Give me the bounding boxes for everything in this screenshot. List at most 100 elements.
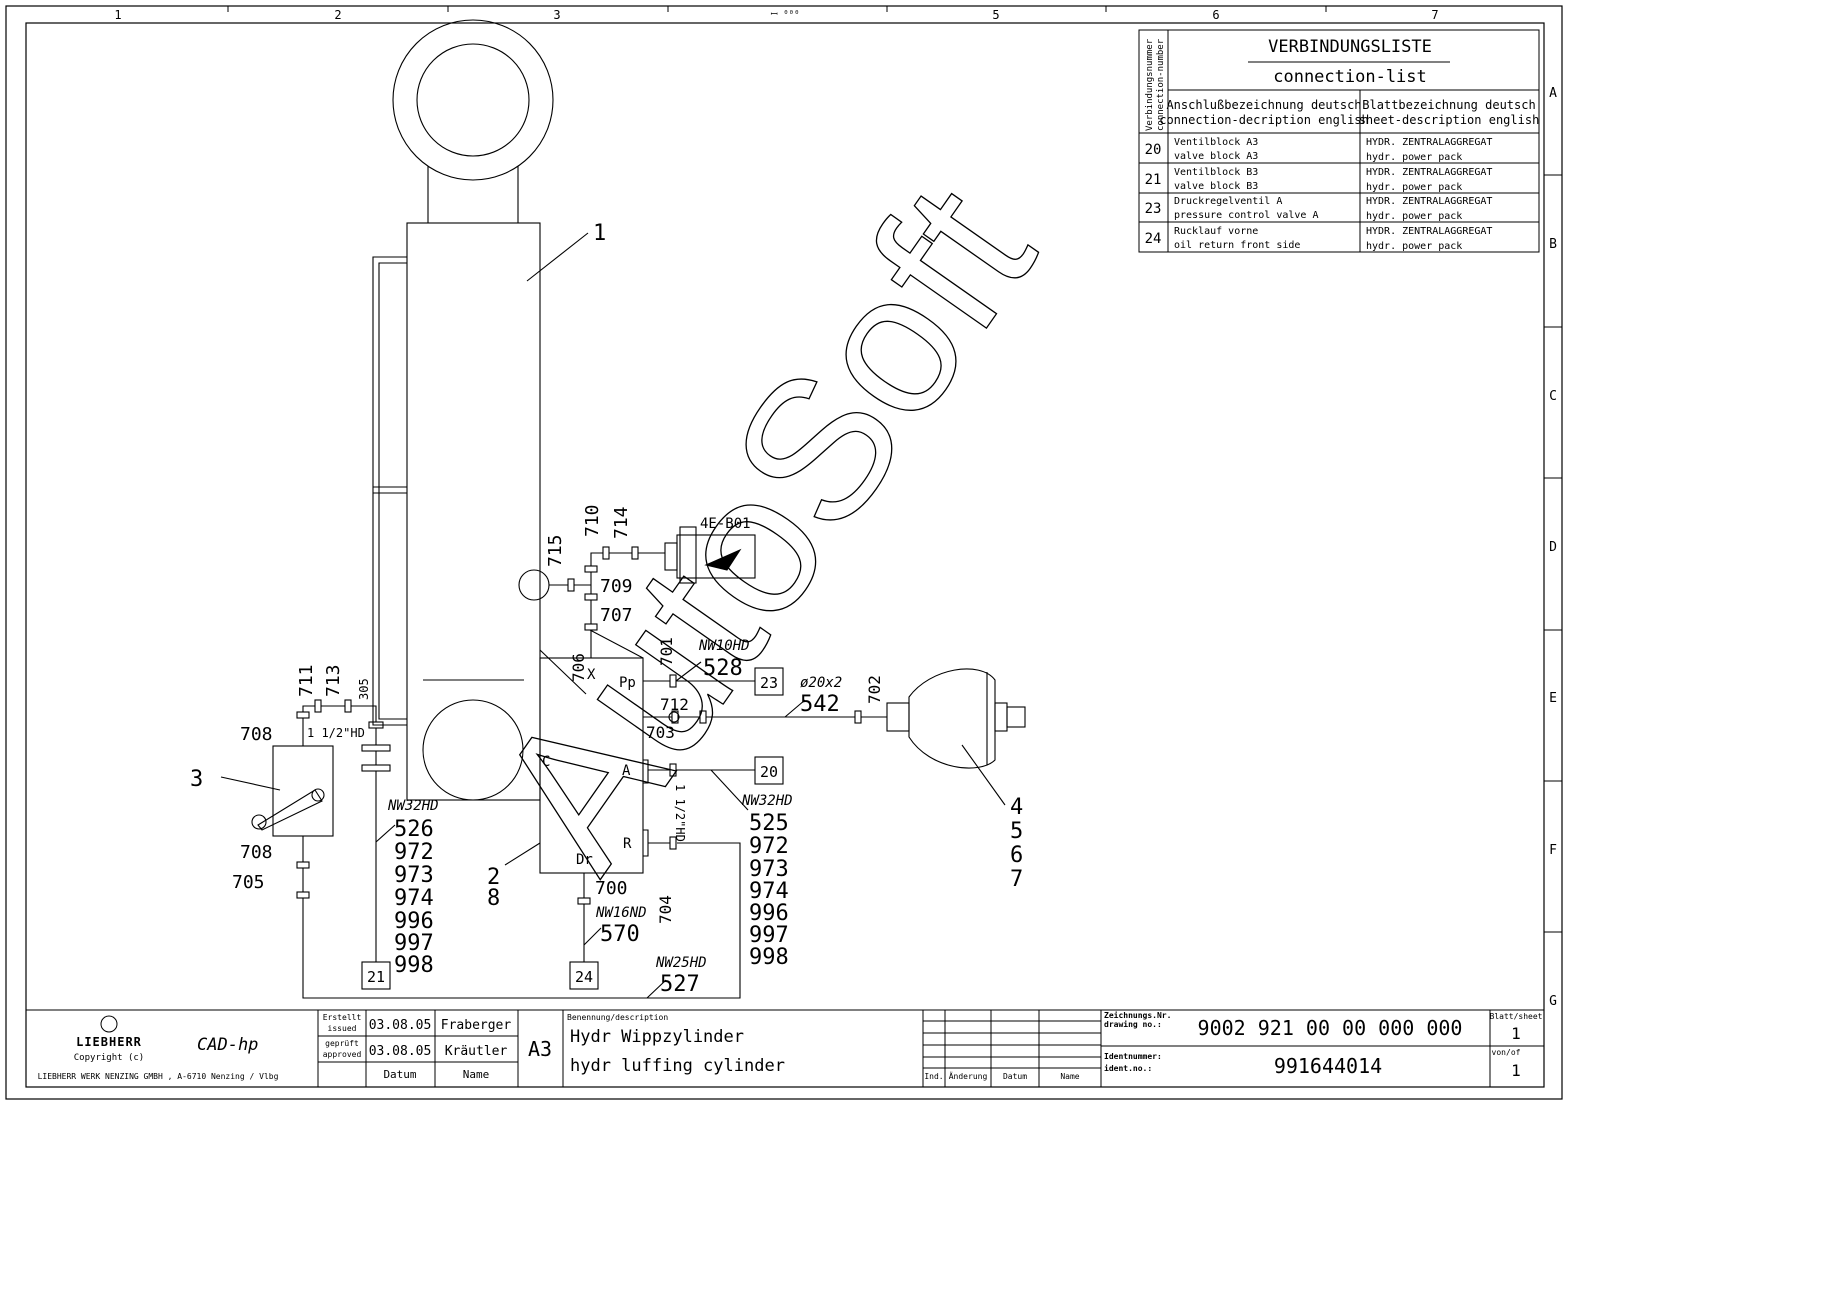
ident-number: 991644014 — [1274, 1054, 1382, 1078]
grid-row-e: E — [1549, 691, 1557, 706]
approved-name: Kräutler — [445, 1044, 508, 1059]
box-label-21: 21 — [367, 968, 385, 986]
grid-col-7: 7 — [1431, 8, 1438, 22]
valve-block — [504, 629, 887, 999]
col-sheet-en: sheet-description english — [1359, 113, 1540, 127]
approved-label-en: approved — [323, 1050, 362, 1059]
row-sheet-de: HYDR. ZENTRALAGGREGAT — [1366, 196, 1492, 207]
cylinder-piston — [422, 699, 524, 801]
row-conn-en: valve block A3 — [1174, 151, 1258, 162]
grid-row-a: A — [1549, 86, 1557, 101]
ident-label-en: ident.no.: — [1104, 1063, 1152, 1073]
row-sheet-de: HYDR. ZENTRALAGGREGAT — [1366, 167, 1492, 178]
label-dia: ø20x2 — [800, 675, 842, 691]
grid-col-6: 6 — [1212, 8, 1219, 22]
liebherr-logo-text: LIEBHERR — [76, 1035, 142, 1049]
row-conn-en: pressure control valve A — [1174, 210, 1319, 221]
connection-list-table: VERBINDUNGSLISTE connection-list Verbind… — [1138, 29, 1540, 253]
row-number: 23 — [1145, 201, 1162, 217]
label-542: 542 — [800, 692, 840, 717]
row-number: 24 — [1145, 231, 1162, 247]
label-port-r: R — [623, 836, 632, 852]
label-704: 704 — [656, 895, 675, 924]
label-528: 528 — [703, 656, 743, 681]
row-conn-de: Druckregelventil A — [1174, 196, 1282, 207]
stack-right-item: 997 — [749, 923, 789, 948]
connection-box-21 — [361, 961, 391, 990]
label-707: 707 — [600, 605, 633, 626]
stack-left-item: 972 — [394, 840, 434, 865]
label-711: 711 — [296, 664, 317, 697]
issued-label-en: issued — [328, 1024, 357, 1033]
row-conn-en: oil return front side — [1174, 240, 1300, 251]
drawing-frame — [5, 5, 1563, 1100]
of-number: 1 — [1511, 1061, 1521, 1080]
copyright: Copyright (c) — [74, 1053, 144, 1063]
col-number-en: connection-number — [1156, 38, 1166, 131]
grid-column-labels: 1 2 3 ꟷ ⁰⁰⁰ 5 6 7 — [114, 8, 1438, 22]
label-713: 713 — [323, 664, 344, 697]
grid-center-mark: ꟷ ⁰⁰⁰ — [771, 10, 800, 20]
connection-list-title-en: connection-list — [1273, 67, 1427, 87]
label-712: 712 — [660, 695, 689, 714]
connection-box-24 — [569, 961, 599, 990]
issued-date: 03.08.05 — [369, 1018, 432, 1033]
issued-name: Fraberger — [441, 1018, 512, 1033]
label-acc-6: 6 — [1010, 843, 1023, 868]
label-1-half-hd-vert: 1 1/2"HD — [673, 784, 687, 842]
connection-row: 21 Ventilblock B3 valve block B3 HYDR. Z… — [1145, 167, 1493, 193]
grid-row-g: G — [1549, 994, 1557, 1009]
grid-col-2: 2 — [334, 8, 341, 22]
company-address: LIEBHERR WERK NENZING GMBH , A-6710 Nenz… — [38, 1072, 279, 1081]
label-703: 703 — [646, 723, 675, 742]
description-de: Hydr Wippzylinder — [570, 1027, 744, 1047]
sheet-label: Blatt/sheet — [1490, 1012, 1543, 1021]
label-nw25hd: NW25HD — [655, 955, 707, 971]
row-sheet-en: hydr. power pack — [1366, 241, 1462, 252]
box-label-20: 20 — [760, 763, 778, 781]
stack-left-item: 996 — [394, 909, 434, 934]
col-sheet-de: Blattbezeichnung deutsch — [1362, 98, 1535, 112]
label-710: 710 — [582, 504, 603, 537]
row-sheet-en: hydr. power pack — [1366, 152, 1462, 163]
grid-row-f: F — [1549, 843, 1557, 858]
revision-date-label: Datum — [1003, 1072, 1027, 1081]
label-709: 709 — [600, 576, 633, 597]
label-570: 570 — [600, 922, 640, 947]
grid-ticks — [227, 6, 1562, 933]
label-702: 702 — [865, 675, 884, 704]
revision-index-label: Ind. — [924, 1072, 943, 1081]
label-700: 700 — [595, 878, 628, 899]
label-lever: 3 — [190, 767, 203, 792]
grid-row-labels: A B C D E F G — [1549, 86, 1557, 1009]
label-708-bottom: 708 — [240, 842, 273, 863]
col-conn-en: connection-decription english — [1159, 113, 1369, 127]
row-number: 21 — [1145, 172, 1162, 188]
grid-col-3: 3 — [553, 8, 560, 22]
label-nw32hd-left: NW32HD — [387, 798, 439, 814]
label-acc-7: 7 — [1010, 867, 1023, 892]
of-label: von/of — [1492, 1048, 1521, 1057]
grid-row-c: C — [1549, 389, 1557, 404]
sheet-number: 1 — [1511, 1024, 1521, 1043]
approved-label-de: geprüft — [325, 1039, 359, 1048]
label-port-x: X — [587, 667, 596, 683]
row-sheet-de: HYDR. ZENTRALAGGREGAT — [1366, 226, 1492, 237]
label-1-half-hd: 1 1/2"HD — [307, 726, 365, 740]
grid-col-1: 1 — [114, 8, 121, 22]
stack-right-item: 973 — [749, 857, 789, 882]
issued-label-de: Erstellt — [323, 1013, 362, 1022]
drawing-number-label-de: Zeichnungs.Nr. — [1104, 1010, 1171, 1020]
row-sheet-en: hydr. power pack — [1366, 211, 1462, 222]
stack-right-item: 525 — [749, 811, 789, 836]
box-label-24: 24 — [575, 968, 593, 986]
label-acc-4: 4 — [1010, 795, 1023, 820]
col-conn-de: Anschlußbezeichnung deutsch — [1166, 98, 1361, 112]
connection-boxes — [361, 667, 784, 990]
row-sheet-de: HYDR. ZENTRALAGGREGAT — [1366, 137, 1492, 148]
connection-row: 20 Ventilblock A3 valve block A3 HYDR. Z… — [1145, 137, 1493, 163]
label-acc-5: 5 — [1010, 819, 1023, 844]
row-conn-de: Ventilblock A3 — [1174, 137, 1258, 148]
stack-right-item: 998 — [749, 945, 789, 970]
lever-valve — [220, 699, 741, 999]
